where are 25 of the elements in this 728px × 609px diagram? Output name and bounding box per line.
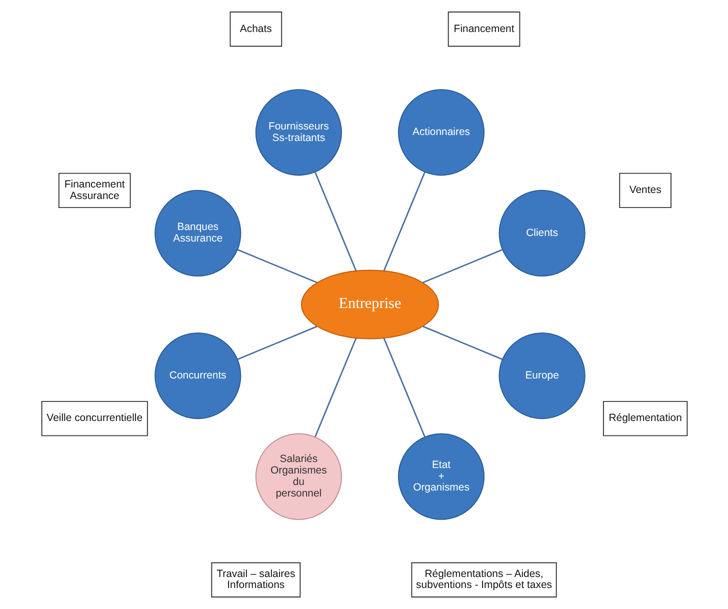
node-box: Achats xyxy=(229,12,282,47)
node-box: Veille concurrentielle xyxy=(40,400,148,436)
node-circle: Banques Assurance xyxy=(154,190,241,277)
node-circle: Etat + Organismes xyxy=(397,433,484,520)
node-box: Ventes xyxy=(618,172,671,208)
node-box: Réglementations – Aides, subventions - Impôts et taxes xyxy=(410,562,556,598)
node-ellipse: Entreprise xyxy=(300,270,438,340)
node-box: Financement xyxy=(447,12,520,47)
node-box: Travail – salaires Informations xyxy=(210,562,300,598)
connector xyxy=(422,326,502,360)
connector xyxy=(314,172,356,272)
connector xyxy=(314,338,356,438)
node-box: Réglementation xyxy=(602,400,688,436)
node-box: Financement Assurance xyxy=(58,172,130,208)
node-circle: Clients xyxy=(498,190,585,277)
node-circle: Europe xyxy=(498,332,585,420)
connector xyxy=(422,249,502,284)
node-circle: Actionnaires xyxy=(397,89,484,176)
connector xyxy=(382,338,425,438)
connector xyxy=(236,326,317,360)
connector xyxy=(382,172,425,272)
node-circle: Fournisseurs Ss-traitants xyxy=(254,89,342,176)
node-circle: Salariés Organismes du personnel xyxy=(254,433,342,520)
connector xyxy=(236,249,317,284)
node-circle: Concurrents xyxy=(154,332,241,420)
